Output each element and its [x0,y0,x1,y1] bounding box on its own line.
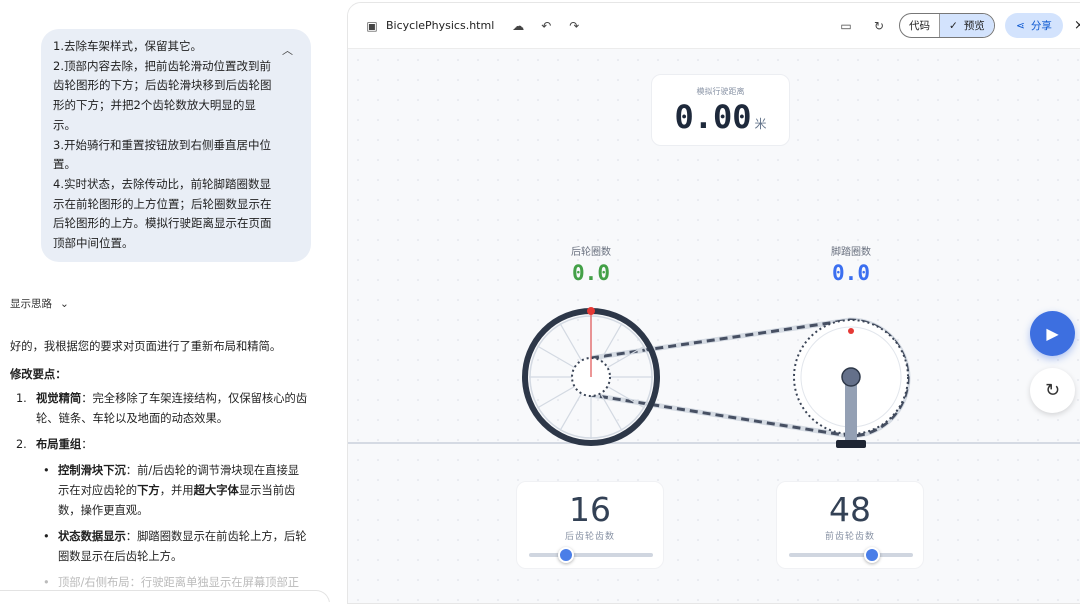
message-line: 4.实时状态，去除传动比，前轮脚踏圈数显示在前轮图形的上方位置；后轮圈数显示在后… [53,176,272,251]
list-number: 1. [16,392,27,405]
rear-turns-stat: 后轮圈数 0.0 [531,243,651,285]
message-line: 1.去除车架样式，保留其它。 [53,39,202,53]
reply-heading: 修改要点： [10,368,67,381]
show-thinking-toggle[interactable]: 显示思路 ⌄ [10,296,69,311]
item-text: ：完全移除了车架连接结构，仅保留核心的齿轮、链条、车轮以及地面的动态效果。 [36,392,308,425]
list-item: •状态数据显示：脚踏圈数显示在前齿轮上方，后轮圈数显示在后齿轮上方。 [43,530,307,563]
bicycle-drivetrain [348,307,1080,448]
bold-text: 下方 [137,484,160,497]
rear-marker-dot [587,307,595,315]
file-name: BicyclePhysics.html [386,19,495,32]
preview-toolbar: ▣ BicyclePhysics.html ☁ ↶ ↷ ▭ ↻ 代码 ✓ 预览 ⋖… [348,3,1080,49]
bold-text: 控制滑块下沉 [58,464,126,477]
chat-input-area[interactable] [0,590,330,602]
list-item: 1. 视觉精简：完全移除了车架连接结构，仅保留核心的齿轮、链条、车轮以及地面的动态… [10,389,310,429]
code-preview-toggle: 代码 ✓ 预览 [899,13,995,38]
code-tab[interactable]: 代码 [909,20,930,32]
show-thinking-label: 显示思路 [10,298,52,310]
chevron-up-icon[interactable]: ︿ [282,44,293,57]
check-icon: ✓ [949,19,958,32]
rear-gear-label: 后齿轮齿数 [564,532,615,542]
pedal-turns-value: 0.0 [832,261,870,285]
front-gear-slider[interactable] [789,547,913,563]
bold-text: 视觉精简 [36,392,82,405]
play-icon: ▶ [1046,324,1059,343]
share-button[interactable]: ⋖ 分享 [1005,13,1063,38]
item-text: ： [81,438,93,451]
rear-turns-value: 0.0 [572,261,610,285]
item-text: ：脚踏圈数显示在前齿轮上方，后轮圈数显示在后齿轮上方。 [58,530,307,563]
cloud-save-icon[interactable]: ☁ [512,18,525,33]
redo-icon[interactable]: ↷ [569,18,580,33]
bold-text: 超大字体 [193,484,239,497]
bold-text: 状态数据显示 [58,530,126,543]
bold-text: 顶部/右侧布局 [58,576,130,589]
chat-panel: ︿ 1.去除车架样式，保留其它。 2.顶部内容去除，把前齿轮滑动位置改到前齿轮图… [0,0,340,602]
front-gear-label: 前齿轮齿数 [824,532,875,542]
chevron-down-icon: ⌄ [60,297,69,310]
bold-text: 布局重组 [36,438,82,451]
slider-thumb[interactable] [558,547,575,563]
console-icon[interactable]: ▭ [840,18,852,33]
front-gear-control: 48 前齿轮齿数 [776,481,924,569]
reset-button[interactable]: ↻ [1030,368,1075,413]
distance-unit: 米 [754,117,767,131]
list-number: 2. [16,438,27,451]
refresh-icon[interactable]: ↻ [873,18,885,33]
list-item: •顶部/右侧布局：行驶距离单独显示在屏幕顶部正 [43,576,300,589]
distance-value: 0.00 [674,98,752,136]
pedal [836,440,866,448]
front-gear-teeth: 48 [829,490,871,529]
slider-thumb[interactable] [864,547,881,563]
close-icon[interactable]: × [1074,18,1080,33]
preview-panel: ▣ BicyclePhysics.html ☁ ↶ ↷ ▭ ↻ 代码 ✓ 预览 ⋖… [347,2,1080,604]
distance-label: 模拟行驶距离 [696,87,745,96]
rear-gear-slider[interactable] [529,547,653,563]
item-text: 显示当前齿数，操作更直观。 [58,484,296,517]
reset-icon: ↻ [1044,380,1061,401]
crank-arm [845,377,857,441]
undo-icon[interactable]: ↶ [541,18,552,33]
crank-hub [841,367,861,387]
list-item: 2. 布局重组： [10,435,310,455]
rear-gear-control: 16 后齿轮齿数 [516,481,664,569]
pedal-turns-stat: 脚踏圈数 0.0 [791,243,911,285]
share-label: 分享 [1030,20,1052,32]
start-ride-button[interactable]: ▶ [1030,311,1075,356]
item-text: ：行驶距离单独显示在屏幕顶部正 [129,576,300,589]
preview-tab[interactable]: ✓ 预览 [939,14,994,37]
list-item: •控制滑块下沉：前/后齿轮的调节滑块现在直接显示在对应齿轮的下方，并用超大字体显… [43,464,300,517]
reply-intro: 好的，我根据您的要求对页面进行了重新布局和精简。 [10,340,282,353]
pedal-turns-label: 脚踏圈数 [831,247,871,258]
item-text: ，并用 [159,484,194,497]
rear-gear-teeth: 16 [569,490,611,529]
file-code-icon: ▣ [366,18,378,33]
preview-tab-label: 预览 [963,20,985,32]
share-icon: ⋖ [1016,19,1025,32]
rear-turns-label: 后轮圈数 [571,247,611,258]
message-line: 2.顶部内容去除，把前齿轮滑动位置改到前齿轮图形的下方；后齿轮滑块移到后齿轮图形… [53,58,272,132]
user-message-bubble: ︿ 1.去除车架样式，保留其它。 2.顶部内容去除，把前齿轮滑动位置改到前齿轮图… [41,29,311,262]
message-line: 3.开始骑行和重置按钮放到右侧垂直居中位置。 [53,137,271,172]
assistant-reply: 好的，我根据您的要求对页面进行了重新布局和精简。 修改要点： 1. 视觉精简：完全… [10,337,310,599]
pedal-marker-dot [848,328,854,334]
item-text: ：前/后齿轮的调节滑块现在直接显示在对应齿轮的 [58,464,300,497]
